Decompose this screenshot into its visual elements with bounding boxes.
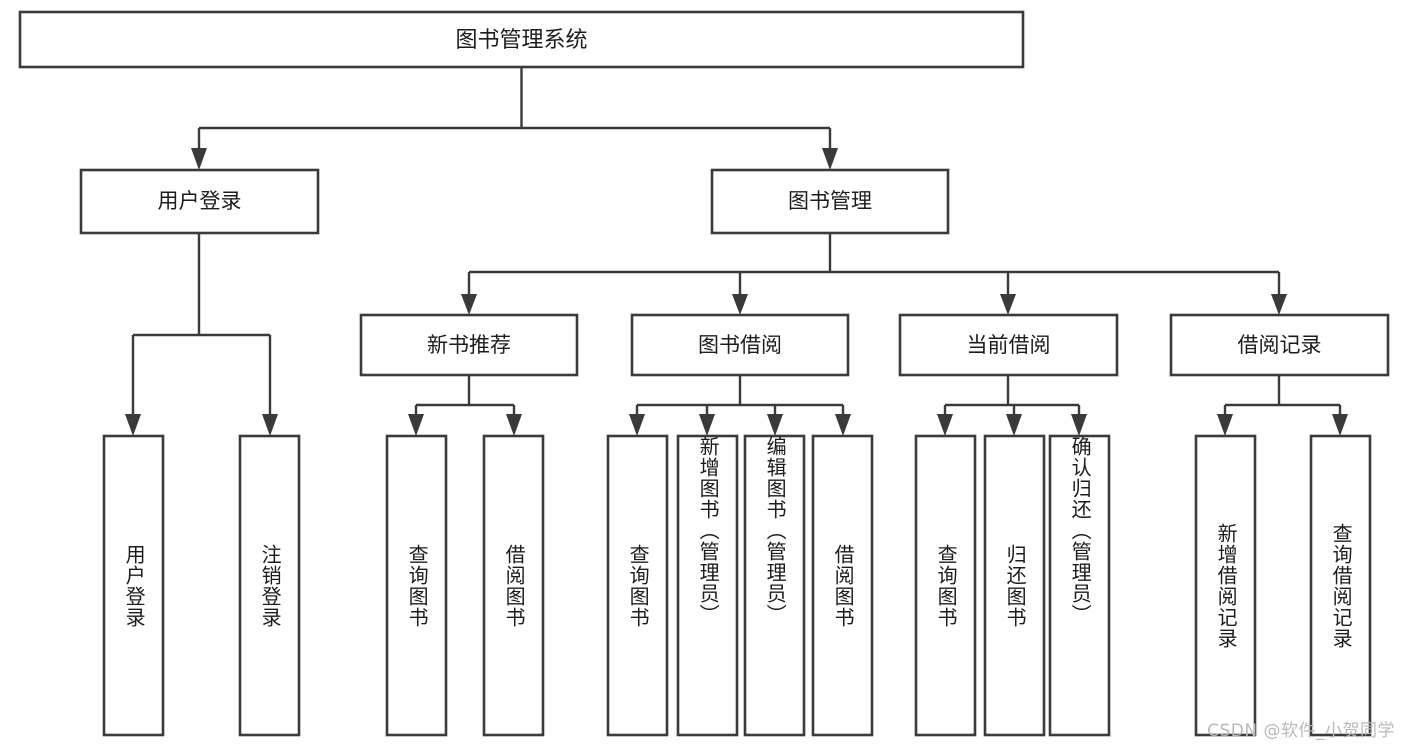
arrow-to-leaf-add-book [699, 414, 715, 436]
node-book-borrow-label: 图书借阅 [698, 333, 782, 357]
node-current-borrow[interactable]: 当前借阅 [898, 313, 1119, 377]
node-new-book-recommend[interactable]: 新书推荐 [359, 313, 579, 377]
connector-root-to-level1 [191, 67, 838, 170]
arrow-to-borrow-record [1271, 294, 1287, 315]
arrow-to-leaf-borrow-book-1 [506, 414, 522, 436]
connector-book-manage-to-level2 [461, 233, 1287, 315]
connector-user-login-to-leaves [125, 233, 278, 436]
arrow-to-current-borrow [1000, 294, 1016, 315]
node-book-manage-label: 图书管理 [788, 189, 872, 213]
node-root-box [18, 10, 1025, 69]
connector-book-borrow-to-leaves [629, 375, 851, 436]
leaf-confirm-return-box[interactable] [1048, 434, 1111, 737]
leaf-add-book-box[interactable] [676, 434, 739, 737]
arrow-to-leaf-borrow-book-2 [835, 414, 851, 436]
arrow-to-new-book-recommend [461, 294, 477, 315]
node-book-borrow[interactable]: 图书借阅 [630, 313, 850, 377]
node-book-manage[interactable]: 图书管理 [710, 168, 950, 235]
node-new-book-recommend-label: 新书推荐 [427, 333, 511, 357]
node-borrow-record[interactable]: 借阅记录 [1169, 313, 1390, 377]
arrow-to-leaf-user-login [125, 414, 141, 436]
leaf-borrow-book-1-box[interactable] [482, 434, 545, 737]
arrow-to-leaf-add-record [1217, 414, 1233, 436]
connector-borrow-record-to-leaves [1217, 375, 1348, 436]
leaf-add-record-box[interactable] [1194, 434, 1257, 737]
arrow-to-leaf-edit-book [767, 414, 783, 436]
connector-current-borrow-to-leaves [937, 375, 1087, 436]
arrow-to-leaf-logout [262, 414, 278, 436]
leaf-logout-box[interactable] [238, 434, 301, 737]
leaf-query-book-1-box[interactable] [385, 434, 448, 737]
leaf-borrow-book-2-box[interactable] [811, 434, 874, 737]
leaf-boxes [102, 434, 1372, 737]
node-root-label: 图书管理系统 [455, 28, 587, 53]
leaf-edit-book-box[interactable] [743, 434, 806, 737]
node-borrow-record-label: 借阅记录 [1238, 333, 1322, 357]
node-current-borrow-box [898, 313, 1119, 377]
leaf-query-book-2-box[interactable] [606, 434, 669, 737]
csdn-watermark: CSDN @软件_小贺同学 [1207, 721, 1395, 741]
arrow-to-user-login [191, 148, 207, 170]
arrow-to-book-manage [822, 148, 838, 170]
node-root[interactable]: 图书管理系统 [18, 10, 1025, 69]
leaf-query-book-3-box[interactable] [914, 434, 977, 737]
node-current-borrow-label: 当前借阅 [967, 333, 1051, 357]
leaf-return-book-box[interactable] [983, 434, 1046, 737]
leaf-user-login-box[interactable] [102, 434, 165, 737]
arrow-to-book-borrow [732, 294, 748, 315]
node-user-login-label: 用户登录 [158, 189, 242, 213]
connector-new-book-recommend-to-leaves [408, 375, 522, 436]
node-user-login-box [79, 168, 320, 235]
node-new-book-recommend-box [359, 313, 579, 377]
node-user-login[interactable]: 用户登录 [79, 168, 320, 235]
arrow-to-leaf-query-book-2 [629, 414, 645, 436]
arrow-to-leaf-return-book [1006, 414, 1022, 436]
arrow-to-leaf-query-book-1 [408, 414, 424, 436]
arrow-to-leaf-query-book-3 [937, 414, 953, 436]
arrow-to-leaf-query-record [1332, 414, 1348, 436]
leaf-query-record-box[interactable] [1309, 434, 1372, 737]
arrow-to-leaf-confirm-return [1071, 414, 1087, 436]
